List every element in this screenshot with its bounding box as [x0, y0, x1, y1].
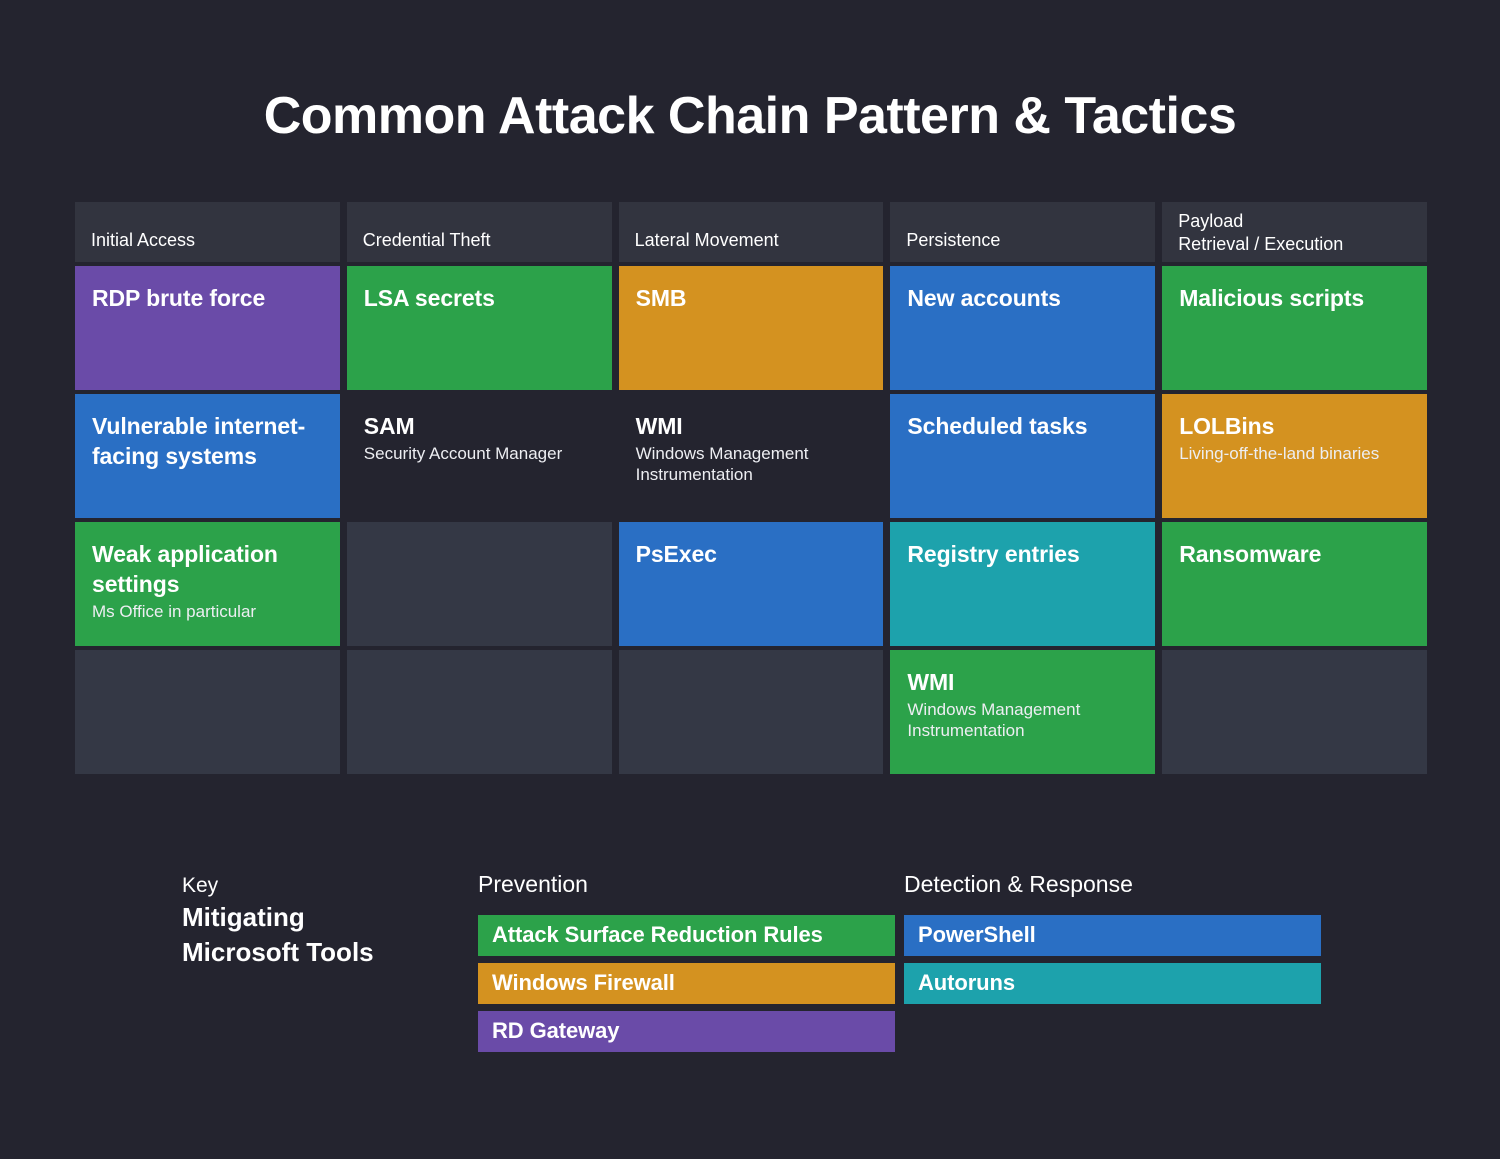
matrix-cell-subtitle: Security Account Manager: [363, 443, 563, 463]
matrix-cell-sam: SAM Security Account Manager: [346, 394, 612, 518]
column-header-initial-access: Initial Access: [75, 202, 340, 262]
matrix-cell-psexec: PsExec: [618, 522, 884, 646]
matrix-cell-title: Scheduled tasks: [907, 413, 1088, 439]
matrix-cell-subtitle: Living-off-the-land binaries: [1179, 443, 1380, 463]
matrix-cell-wmi: WMI Windows Management Instrumentation: [890, 650, 1156, 774]
column-header-credential-theft: Credential Theft: [346, 202, 612, 262]
matrix-cell-title: New accounts: [907, 285, 1061, 311]
matrix-cell-title: Ransomware: [1179, 541, 1322, 567]
matrix-cell-title: LOLBins: [1179, 413, 1275, 439]
matrix-cell-subtitle: Ms Office in particular: [92, 601, 257, 621]
matrix-cell-title: Malicious scripts: [1179, 285, 1365, 311]
matrix-cell-title: RDP brute force: [92, 285, 266, 311]
column-header-persistence: Persistence: [890, 202, 1156, 262]
legend-chip-attack-surface-reduction-rules: Attack Surface Reduction Rules: [478, 914, 895, 956]
matrix-cell-empty: [1162, 650, 1427, 774]
matrix-cell-weak-application-settings: Weak application settings Ms Office in pa…: [75, 522, 340, 646]
matrix-cell-empty: [346, 650, 612, 774]
matrix-cell-title: Weak application settings: [92, 541, 278, 597]
matrix-cell-title: WMI: [907, 669, 955, 695]
matrix-cell-empty: [75, 650, 340, 774]
matrix-cell-malicious-scripts: Malicious scripts: [1162, 266, 1427, 390]
key-label: Key: [182, 874, 219, 897]
matrix-cell-vulnerable-internet-facing-systems: Vulnerable internet-facing systems: [75, 394, 340, 518]
legend-chip-windows-firewall: Windows Firewall: [478, 962, 895, 1004]
matrix-cell-ransomware: Ransomware: [1162, 522, 1427, 646]
key-title: Mitigating Microsoft Tools: [182, 902, 374, 967]
matrix-cell-subtitle: Windows Management Instrumentation: [635, 443, 809, 485]
page-title: Common Attack Chain Pattern & Tactics: [263, 87, 1237, 145]
legend-chip-powershell: PowerShell: [904, 914, 1321, 956]
matrix-cell-title: Vulnerable internet-facing systems: [92, 413, 306, 469]
matrix-cell-empty: [346, 522, 612, 646]
legend-heading-detection: Detection & Response: [904, 871, 1133, 897]
matrix-cell-title: Registry entries: [907, 541, 1080, 567]
matrix-cell-subtitle: Windows Management Instrumentation: [907, 699, 1081, 741]
matrix-cell-wmi: WMI Windows Management Instrumentation: [618, 394, 884, 518]
column-header-payload-retrieval-execution: Payload Retrieval / Execution: [1162, 202, 1427, 262]
column-header-lateral-movement: Lateral Movement: [618, 202, 884, 262]
legend-group-prevention: Prevention Attack Surface Reduction Rule…: [478, 870, 895, 1059]
legend-chip-rd-gateway: RD Gateway: [478, 1010, 895, 1052]
matrix-cell-scheduled-tasks: Scheduled tasks: [890, 394, 1156, 518]
legend-heading-prevention: Prevention: [478, 871, 588, 897]
matrix-cell-title: SMB: [635, 285, 687, 311]
key-block: Key Mitigating Microsoft Tools: [182, 872, 482, 969]
matrix-cell-title: PsExec: [635, 541, 717, 567]
matrix-cell-smb: SMB: [618, 266, 884, 390]
matrix-cell-rdp-brute-force: RDP brute force: [75, 266, 340, 390]
matrix-cell-title: WMI: [635, 413, 683, 439]
matrix-cell-registry-entries: Registry entries: [890, 522, 1156, 646]
matrix-cell-lsa-secrets: LSA secrets: [346, 266, 612, 390]
matrix-cell-title: SAM: [363, 413, 415, 439]
matrix-cell-title: LSA secrets: [363, 285, 495, 311]
matrix-cell-new-accounts: New accounts: [890, 266, 1156, 390]
matrix-cell-empty: [618, 650, 884, 774]
legend-chip-autoruns: Autoruns: [904, 962, 1321, 1004]
